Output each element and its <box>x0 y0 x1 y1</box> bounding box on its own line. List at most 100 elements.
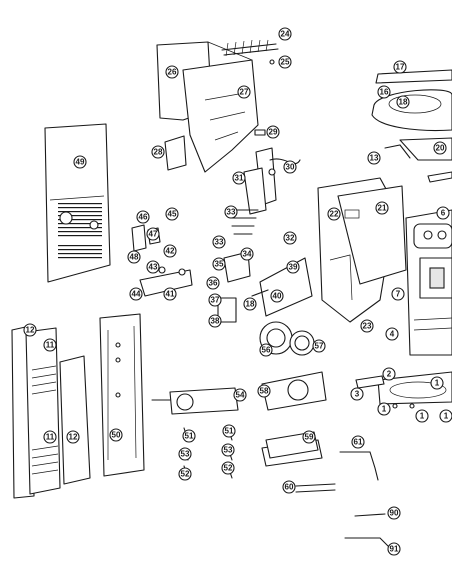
svg-text:36: 36 <box>209 279 218 288</box>
fan-housing <box>261 371 327 411</box>
svg-text:1: 1 <box>382 405 387 414</box>
flue-assembly <box>243 129 301 215</box>
svg-text:39: 39 <box>289 263 298 272</box>
svg-text:17: 17 <box>396 63 405 72</box>
svg-text:43: 43 <box>149 263 158 272</box>
callout-23: 23 <box>360 319 374 333</box>
heat-exchanger-tubes <box>221 39 279 65</box>
svg-text:1: 1 <box>435 379 440 388</box>
svg-text:46: 46 <box>139 213 148 222</box>
callout-22: 22 <box>327 207 341 221</box>
callout-46: 46 <box>136 210 150 224</box>
svg-text:56: 56 <box>262 346 271 355</box>
callout-28: 28 <box>151 145 165 159</box>
svg-text:23: 23 <box>363 322 372 331</box>
svg-text:90: 90 <box>390 509 399 518</box>
svg-text:53: 53 <box>224 446 233 455</box>
callout-56: 56 <box>259 343 273 357</box>
svg-text:4: 4 <box>390 330 395 339</box>
callout-37: 37 <box>208 293 222 307</box>
svg-text:12: 12 <box>69 433 78 442</box>
callout-34: 34 <box>240 247 254 261</box>
svg-text:35: 35 <box>215 260 224 269</box>
svg-text:52: 52 <box>181 470 190 479</box>
svg-text:22: 22 <box>330 210 339 219</box>
bracket-assembly <box>131 224 193 297</box>
callout-44: 44 <box>129 287 143 301</box>
front-panel-left <box>11 325 91 499</box>
callout-40: 40 <box>270 289 284 303</box>
svg-text:45: 45 <box>168 210 177 219</box>
svg-text:60: 60 <box>285 483 294 492</box>
svg-text:61: 61 <box>354 438 363 447</box>
svg-text:7: 7 <box>396 290 401 299</box>
svg-text:57: 57 <box>315 342 324 351</box>
svg-text:27: 27 <box>240 88 249 97</box>
svg-text:11: 11 <box>46 433 55 442</box>
svg-text:51: 51 <box>185 432 194 441</box>
svg-text:42: 42 <box>166 247 175 256</box>
callout-3: 3 <box>350 387 364 401</box>
callout-90: 90 <box>387 506 401 520</box>
svg-text:52: 52 <box>224 464 233 473</box>
svg-text:25: 25 <box>281 58 290 67</box>
svg-text:28: 28 <box>154 148 163 157</box>
svg-text:18: 18 <box>399 98 408 107</box>
svg-text:33: 33 <box>215 238 224 247</box>
callout-38: 38 <box>208 314 222 328</box>
svg-text:33: 33 <box>227 208 236 217</box>
callout-53a: 53 <box>178 447 192 461</box>
callout-49: 49 <box>73 155 87 169</box>
svg-text:6: 6 <box>441 209 446 218</box>
front-door <box>405 209 452 356</box>
callout-25: 25 <box>278 55 292 69</box>
svg-text:50: 50 <box>112 431 121 440</box>
callout-47: 47 <box>146 227 160 241</box>
svg-text:58: 58 <box>260 387 269 396</box>
svg-text:47: 47 <box>149 230 158 239</box>
svg-text:13: 13 <box>370 154 379 163</box>
svg-text:16: 16 <box>380 88 389 97</box>
callout-42: 42 <box>163 244 177 258</box>
svg-text:38: 38 <box>211 317 220 326</box>
svg-text:53: 53 <box>181 450 190 459</box>
callout-2: 2 <box>382 367 396 381</box>
svg-text:11: 11 <box>46 341 55 350</box>
callout-4: 4 <box>385 327 399 341</box>
svg-text:51: 51 <box>225 427 234 436</box>
callout-1c: 1 <box>415 409 429 423</box>
internal-panel <box>317 177 407 323</box>
callout-51b: 51 <box>222 424 236 438</box>
svg-text:40: 40 <box>273 292 282 301</box>
callout-1a: 1 <box>430 376 444 390</box>
svg-text:3: 3 <box>355 390 360 399</box>
callout-50: 50 <box>109 428 123 442</box>
callout-35: 35 <box>212 257 226 271</box>
side-panel-left <box>44 123 111 283</box>
cables <box>295 451 393 551</box>
callout-43: 43 <box>146 260 160 274</box>
svg-text:30: 30 <box>286 163 295 172</box>
callout-45: 45 <box>165 207 179 221</box>
svg-text:24: 24 <box>281 30 290 39</box>
svg-text:91: 91 <box>390 545 399 554</box>
svg-text:41: 41 <box>166 290 175 299</box>
callout-91: 91 <box>387 542 401 556</box>
callout-59: 59 <box>302 430 316 444</box>
callout-31: 31 <box>232 171 246 185</box>
svg-text:49: 49 <box>76 158 85 167</box>
callout-33: 33 <box>224 205 238 219</box>
callout-29: 29 <box>266 125 280 139</box>
svg-text:1: 1 <box>420 412 425 421</box>
callout-54: 54 <box>233 388 247 402</box>
callout-24: 24 <box>278 27 292 41</box>
callout-39: 39 <box>286 260 300 274</box>
svg-text:34: 34 <box>243 250 252 259</box>
callout-48: 48 <box>127 250 141 264</box>
callout-12a: 12 <box>23 323 37 337</box>
svg-text:44: 44 <box>132 290 141 299</box>
callout-11b: 11 <box>43 430 57 444</box>
callout-33b: 33 <box>212 235 226 249</box>
callout-58: 58 <box>257 384 271 398</box>
callout-1d: 1 <box>439 409 452 423</box>
